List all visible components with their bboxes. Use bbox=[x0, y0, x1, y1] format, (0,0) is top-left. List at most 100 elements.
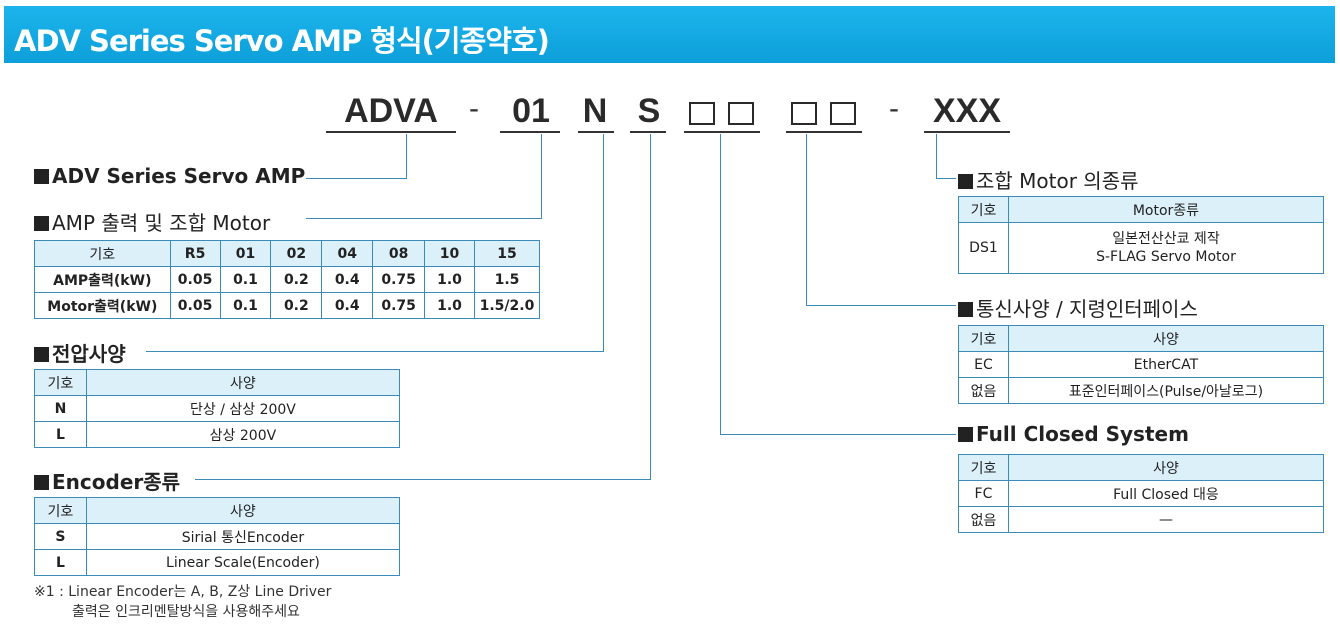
connector-encoder-h bbox=[195, 479, 651, 480]
table-cell: 0.2 bbox=[270, 266, 323, 293]
comm-table: 기호 사양 EC EtherCAT 없음 표준인터페이스(Pulse/아날로그) bbox=[958, 325, 1325, 404]
table-cell: 0.4 bbox=[321, 266, 374, 293]
table-cell: 1.5 bbox=[473, 266, 541, 293]
encoder-table: 기호 사양 S Sirial 통신Encoder L Linear Scale(… bbox=[34, 497, 401, 576]
table-cell: 0.2 bbox=[270, 292, 323, 319]
connector-encoder-v bbox=[650, 134, 651, 480]
page-title: ADV Series Servo AMP 형식(기종약호) bbox=[14, 24, 550, 58]
code-dash-2: - bbox=[889, 92, 899, 125]
header-cell: 기호 bbox=[958, 454, 1009, 481]
title-banner: ADV Series Servo AMP 형식(기종약호) bbox=[4, 6, 1335, 63]
connector-fc-v bbox=[720, 134, 721, 435]
table-cell: 0.75 bbox=[372, 266, 426, 293]
code-box2-a bbox=[791, 102, 817, 125]
footnote: ※1 : Linear Encoder는 A, B, Z상 Line Drive… bbox=[34, 582, 331, 622]
header-cell: Motor종류 bbox=[1007, 196, 1325, 223]
table-cell: 1.5/2.0 bbox=[473, 292, 541, 319]
connector-series-v bbox=[406, 134, 407, 179]
code-suffix-underline bbox=[924, 131, 1010, 133]
table-cell: S bbox=[34, 523, 87, 550]
table-row: AMP출력(kW) 0.05 0.1 0.2 0.4 0.75 1.0 1.5 bbox=[34, 266, 541, 293]
code-voltage-underline bbox=[578, 131, 614, 133]
footnote-line-1: ※1 : Linear Encoder는 A, B, Z상 Line Drive… bbox=[34, 584, 332, 600]
table-row: 없음 표준인터페이스(Pulse/아날로그) bbox=[958, 377, 1325, 404]
code-prefix: ADVA bbox=[344, 92, 438, 130]
table-cell: Full Closed 대응 bbox=[1007, 480, 1325, 507]
table-cell: N bbox=[34, 395, 87, 422]
section-comm: 통신사양 / 지령인터페이스 bbox=[958, 293, 1198, 322]
table-cell: FC bbox=[958, 480, 1009, 507]
table-header-row: 기호 Motor종류 bbox=[958, 196, 1325, 223]
table-header-row: 기호 사양 bbox=[958, 325, 1325, 352]
table-cell: 없음 bbox=[958, 377, 1009, 404]
section-amp-output: AMP 출력 및 조합 Motor bbox=[34, 207, 270, 236]
header-cell: 15 bbox=[473, 240, 541, 267]
code-encoder-underline bbox=[630, 131, 666, 133]
table-cell: Linear Scale(Encoder) bbox=[85, 549, 401, 576]
table-cell: 1.0 bbox=[424, 292, 475, 319]
code-prefix-underline bbox=[326, 131, 456, 133]
table-cell: L bbox=[34, 421, 87, 448]
connector-comm-h bbox=[806, 305, 956, 306]
connector-motor-h bbox=[936, 178, 956, 179]
section-series: ADV Series Servo AMP bbox=[34, 164, 305, 188]
table-cell: 표준인터페이스(Pulse/아날로그) bbox=[1007, 377, 1325, 404]
code-box1-b bbox=[728, 102, 754, 125]
table-row: L Linear Scale(Encoder) bbox=[34, 549, 401, 576]
connector-power-h bbox=[306, 218, 542, 219]
table-cell: 일본전산산쿄 제작 S-FLAG Servo Motor bbox=[1007, 222, 1325, 274]
code-dash-1: - bbox=[469, 92, 479, 125]
voltage-table: 기호 사양 N 단상 / 삼상 200V L 삼상 200V bbox=[34, 369, 401, 448]
header-cell: 기호 bbox=[958, 196, 1009, 223]
table-cell: EtherCAT bbox=[1007, 351, 1325, 378]
section-voltage: 전압사양 bbox=[34, 338, 126, 367]
connector-voltage-h bbox=[146, 351, 604, 352]
motor-desc-line-2: S-FLAG Servo Motor bbox=[1096, 249, 1236, 265]
motor-desc-line-1: 일본전산산쿄 제작 bbox=[1112, 231, 1220, 247]
connector-motor-v bbox=[936, 134, 937, 179]
header-cell: 사양 bbox=[85, 497, 401, 524]
header-cell: R5 bbox=[169, 240, 221, 267]
section-motor: 조합 Motor 의종류 bbox=[958, 165, 1139, 194]
table-cell: 0.05 bbox=[169, 292, 221, 319]
table-cell: 1.0 bbox=[424, 266, 475, 293]
table-row: FC Full Closed 대응 bbox=[958, 480, 1325, 507]
header-cell: 04 bbox=[321, 240, 374, 267]
connector-voltage-v bbox=[603, 134, 604, 352]
table-header-row: 기호 사양 bbox=[34, 369, 401, 396]
table-cell: AMP출력(kW) bbox=[34, 266, 171, 293]
table-header-row: 기호 R5 01 02 04 08 10 15 bbox=[34, 240, 541, 267]
table-cell: — bbox=[1007, 506, 1325, 533]
table-cell: 0.05 bbox=[169, 266, 221, 293]
connector-comm-v bbox=[806, 134, 807, 306]
header-cell: 기호 bbox=[34, 240, 171, 267]
amp-output-table: 기호 R5 01 02 04 08 10 15 AMP출력(kW) 0.05 0… bbox=[34, 240, 541, 319]
table-cell: Motor출력(kW) bbox=[34, 292, 171, 319]
motor-table: 기호 Motor종류 DS1 일본전산산쿄 제작 S-FLAG Servo Mo… bbox=[958, 196, 1325, 274]
table-cell: 없음 bbox=[958, 506, 1009, 533]
table-cell: 삼상 200V bbox=[85, 421, 401, 448]
full-closed-table: 기호 사양 FC Full Closed 대응 없음 — bbox=[958, 454, 1325, 533]
table-row: Motor출력(kW) 0.05 0.1 0.2 0.4 0.75 1.0 1.… bbox=[34, 292, 541, 319]
header-cell: 기호 bbox=[958, 325, 1009, 352]
table-cell: 0.75 bbox=[372, 292, 426, 319]
section-full-closed: Full Closed System bbox=[958, 422, 1189, 446]
header-cell: 02 bbox=[270, 240, 323, 267]
table-row: L 삼상 200V bbox=[34, 421, 401, 448]
section-encoder: Encoder종류 bbox=[34, 466, 180, 495]
header-cell: 10 bbox=[424, 240, 475, 267]
table-row: S Sirial 통신Encoder bbox=[34, 523, 401, 550]
header-cell: 기호 bbox=[34, 497, 87, 524]
header-cell: 사양 bbox=[85, 369, 401, 396]
code-box1-a bbox=[689, 102, 715, 125]
code-power-underline bbox=[500, 131, 560, 133]
code-box2-underline bbox=[786, 131, 862, 133]
table-cell: 0.1 bbox=[219, 266, 272, 293]
table-row: 없음 — bbox=[958, 506, 1325, 533]
table-header-row: 기호 사양 bbox=[34, 497, 401, 524]
table-cell: DS1 bbox=[958, 222, 1009, 274]
table-cell: EC bbox=[958, 351, 1009, 378]
header-cell: 01 bbox=[219, 240, 272, 267]
table-cell: 0.1 bbox=[219, 292, 272, 319]
header-cell: 기호 bbox=[34, 369, 87, 396]
